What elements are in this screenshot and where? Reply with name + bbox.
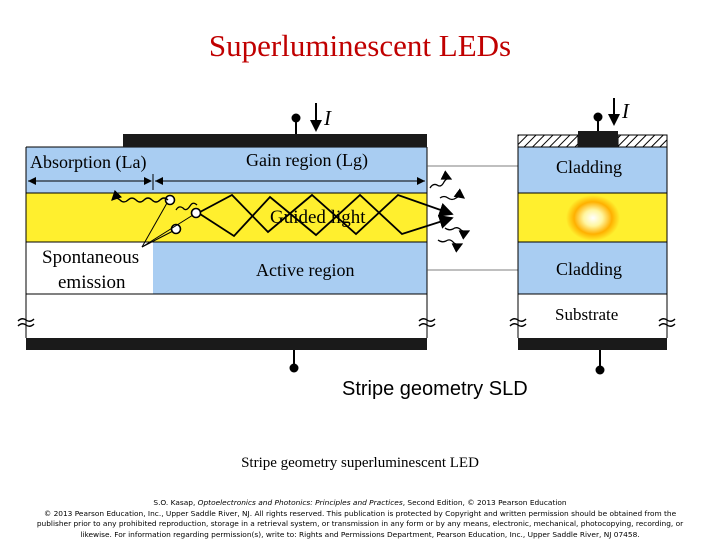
bottom-electrode-side	[26, 338, 427, 350]
substrate-label: Substrate	[555, 305, 618, 324]
copyright-notice: S.O. Kasap, Optoelectronics and Photonic…	[22, 498, 698, 540]
current-lead-side	[291, 103, 322, 134]
credit-line-3: publisher prior to any prohibited reprod…	[36, 519, 684, 528]
cladding-top-cross	[518, 147, 667, 193]
current-label-cross: I	[621, 99, 630, 123]
credit-line-4: likewise. For information regarding perm…	[80, 529, 640, 539]
cladding-layer-bottom-side	[153, 242, 427, 294]
diagram-caption: Stripe geometry SLD	[342, 378, 528, 400]
cladding-bottom-cross	[518, 242, 667, 294]
figure-subcaption: Stripe geometry superluminescent LED	[241, 455, 479, 471]
active-region-label: Active region	[256, 260, 354, 280]
photon-wavelets	[111, 170, 471, 253]
substrate-cross	[518, 294, 667, 338]
cladding-top-label: Cladding	[556, 157, 622, 177]
bottom-terminal-cross	[595, 365, 605, 375]
insulator-hatch-right	[617, 134, 668, 148]
current-lead-cross	[593, 98, 620, 131]
spontaneous-emission-label-1: Spontaneous	[42, 247, 139, 268]
emitter-dot-1	[164, 194, 176, 206]
credit-line-1: S.O. Kasap, Optoelectronics and Photonic…	[153, 498, 567, 507]
insulator-hatch-left	[517, 134, 579, 148]
emission-spot	[566, 195, 620, 241]
gain-region-label: Gain region (Lg)	[246, 150, 368, 171]
bottom-terminal-side	[289, 363, 299, 373]
active-layer-side	[26, 193, 427, 242]
emitter-dot-2	[190, 207, 202, 219]
stripe-contact	[578, 131, 618, 147]
cladding-layer-top-side	[26, 147, 427, 193]
side-view: I Absorption (La) Gain region (Lg) Guide…	[17, 103, 548, 373]
absorption-label: Absorption (La)	[30, 152, 146, 173]
cladding-bottom-label: Cladding	[556, 259, 622, 279]
current-label-side: I	[323, 106, 332, 130]
page-title: Superluminescent LEDs	[208, 28, 512, 63]
credit-line-2: © 2013 Pearson Education, Inc., Upper Sa…	[43, 508, 677, 518]
spontaneous-emission-label-2: emission	[58, 272, 126, 293]
cross-section-view: I Cladding Cladding Substrate	[509, 98, 676, 375]
guided-light-rays	[199, 193, 454, 238]
top-electrode-side	[123, 134, 427, 147]
bottom-electrode-cross	[518, 338, 667, 350]
